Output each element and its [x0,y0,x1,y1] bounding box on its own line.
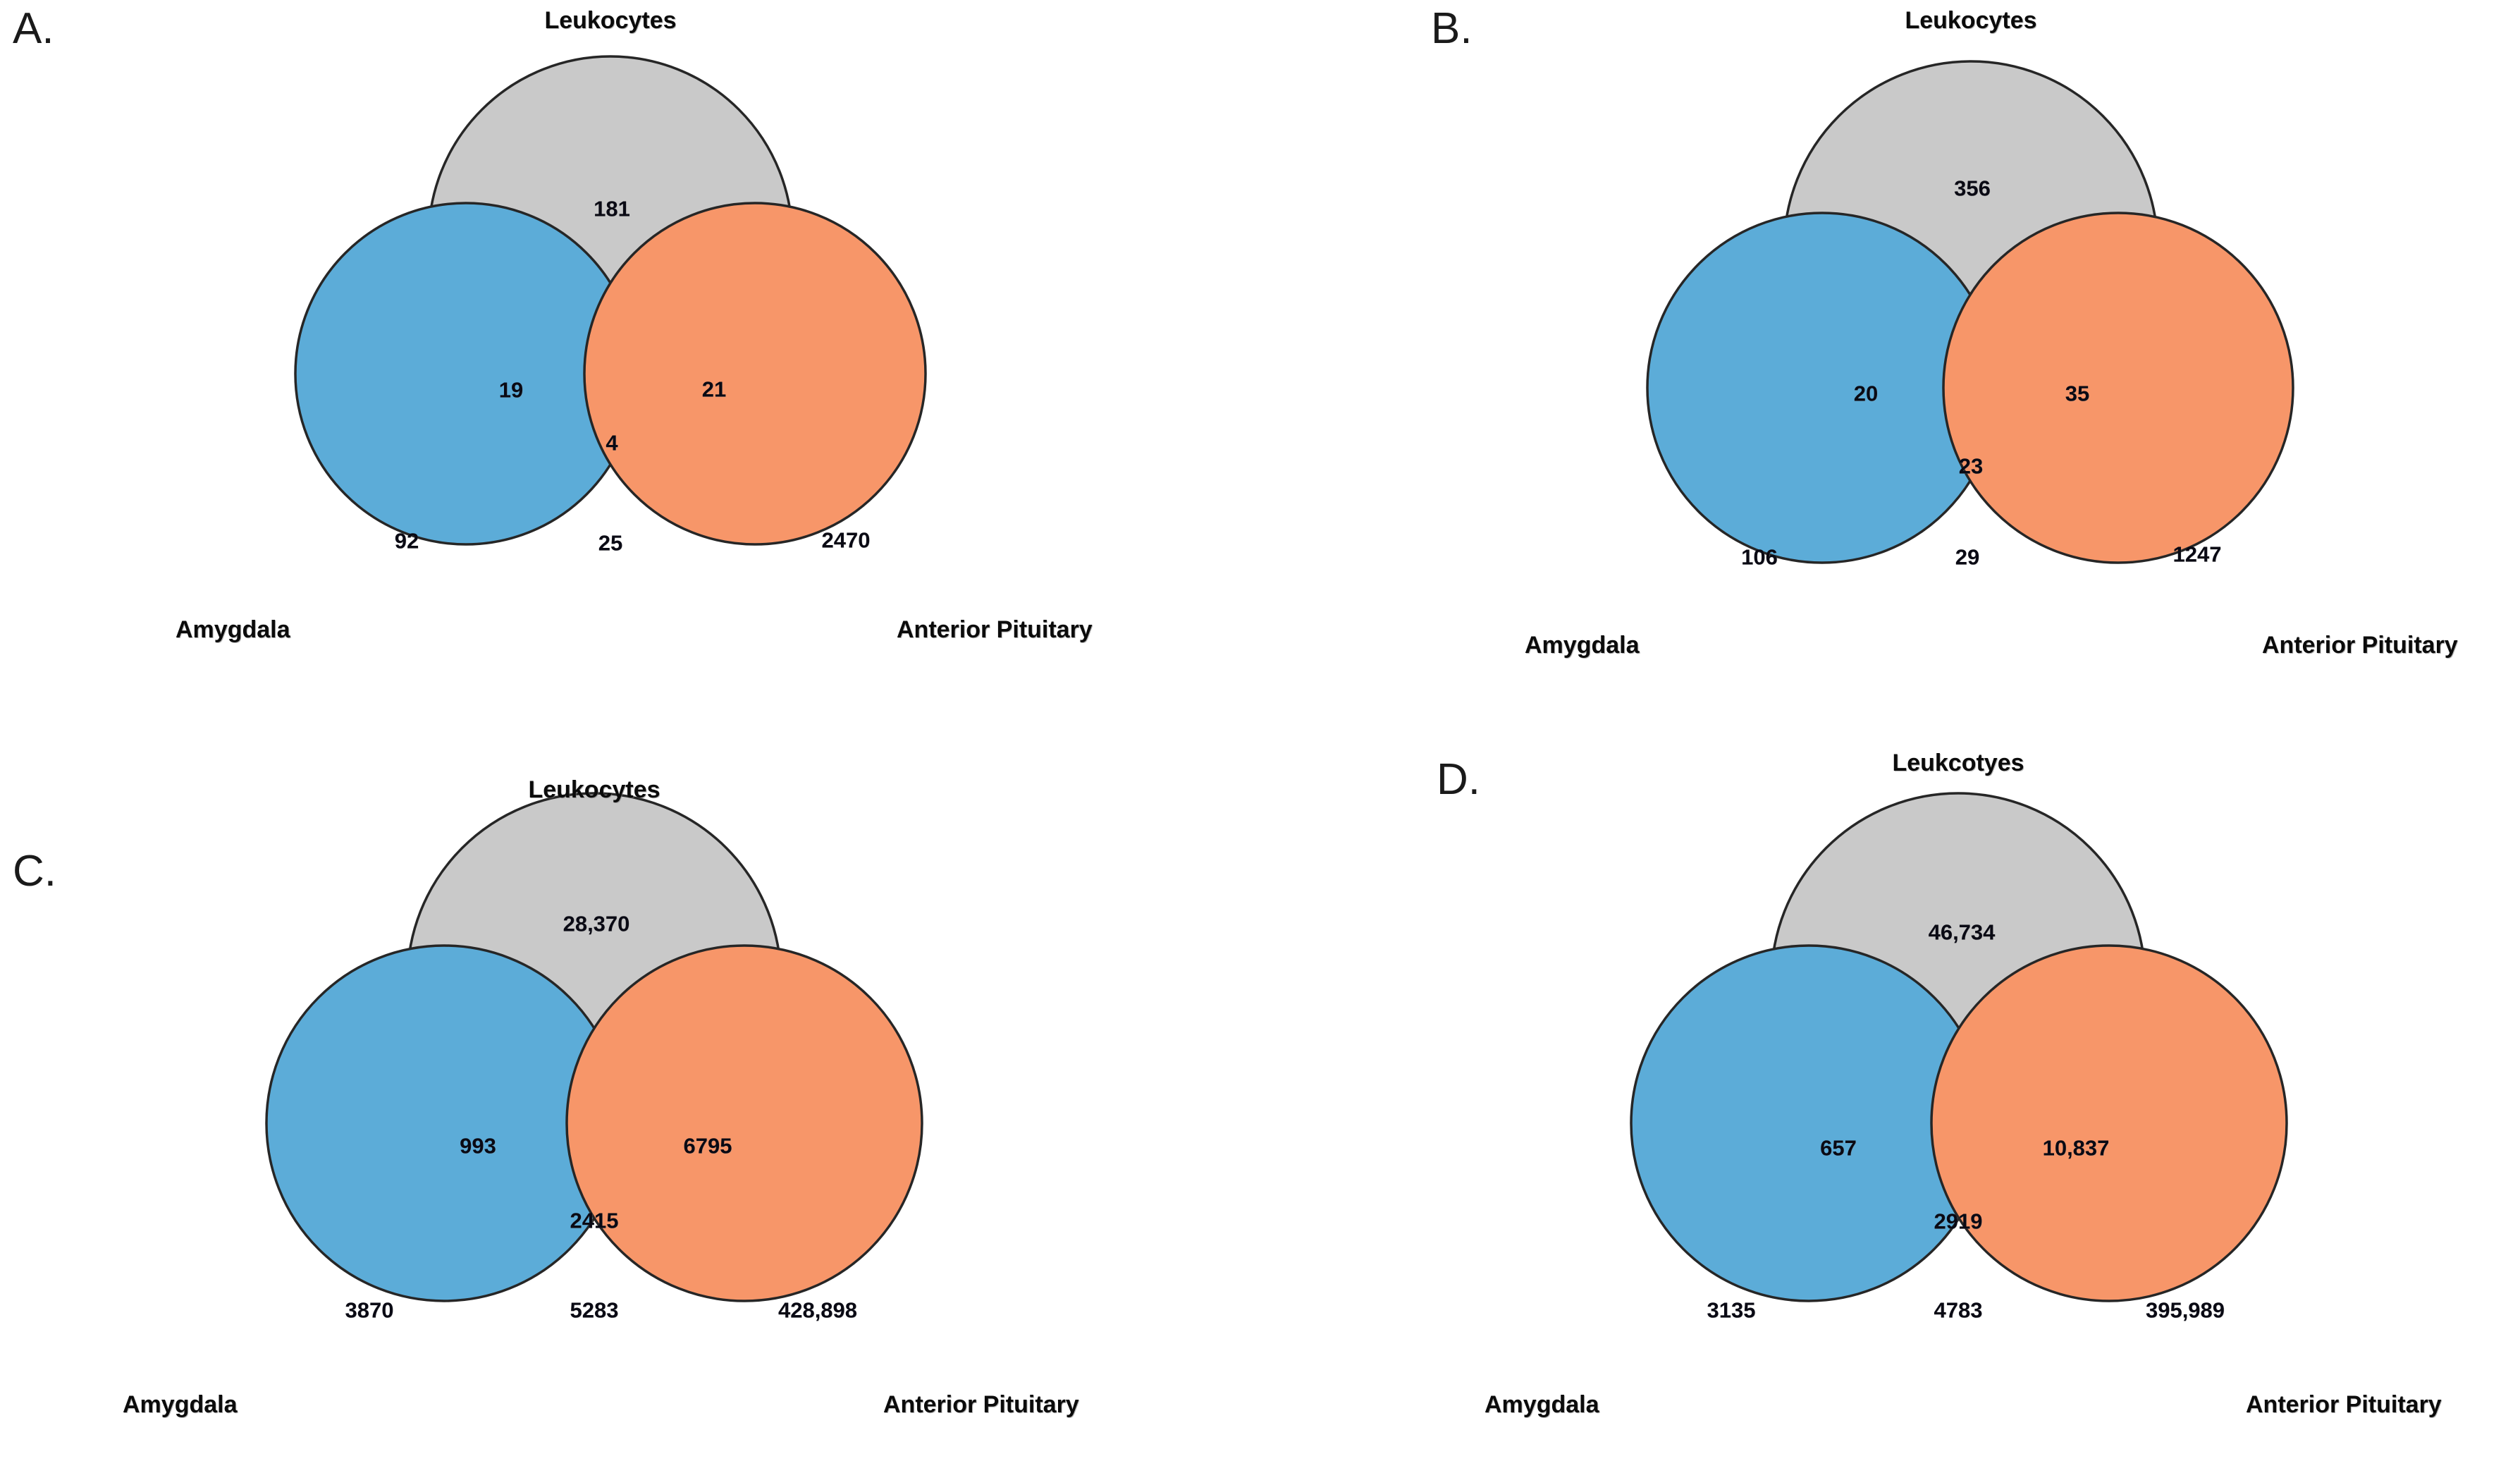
venn-diagram-a [294,55,927,546]
count-pituitary-only: 395,989 [2145,1297,2225,1323]
set-label-amygdala: Amygdala [176,616,290,643]
set-label-anterior-pituitary: Anterior Pituitary [897,616,1093,643]
circle-anterior-pituitary [583,202,927,546]
count-leukocytes-only: 28,370 [563,911,630,936]
venn-diagram-b [1646,60,2294,564]
panel-b: B. Leukocytes Amygdala Anterior Pituitar… [1260,0,2520,736]
count-leukocytes-amygdala: 19 [498,377,524,403]
count-leukocytes-only: 356 [1954,176,1991,201]
set-label-anterior-pituitary: Anterior Pituitary [883,1391,1079,1418]
count-amygdala-pituitary: 5283 [570,1297,619,1323]
count-pituitary-only: 428,898 [777,1297,858,1323]
count-leukcotyes-pituitary: 10,837 [2042,1135,2110,1161]
panel-letter-c: C. [13,847,56,896]
set-label-anterior-pituitary: Anterior Pituitary [2246,1391,2442,1418]
count-amygdala-only: 3870 [345,1297,394,1323]
circle-anterior-pituitary [565,944,923,1302]
set-label-leukocytes: Leukocytes [1905,7,2037,34]
count-amygdala-only: 106 [1741,544,1778,570]
set-label-leukcotyes: Leukcotyes [1892,750,2024,776]
set-label-anterior-pituitary: Anterior Pituitary [2262,632,2458,659]
count-pituitary-only: 1247 [2172,542,2222,567]
count-triple-overlap: 2919 [1934,1209,1983,1234]
count-leukocytes-amygdala: 20 [1853,381,1879,406]
panel-letter-d: D. [1437,755,1480,804]
count-leukocytes-pituitary: 6795 [683,1133,732,1159]
count-leukcotyes-only: 46,734 [1928,919,1996,945]
count-amygdala-pituitary: 25 [598,530,623,556]
count-amygdala-pituitary: 29 [1955,544,1980,570]
panel-letter-b: B. [1431,4,1473,53]
count-triple-overlap: 23 [1958,453,1984,479]
count-triple-overlap: 2415 [570,1208,619,1233]
panel-c: C. Leukocytes Amygdala Anterior Pituitar… [0,737,1260,1473]
set-label-leukocytes: Leukocytes [528,776,660,803]
panel-a: A. Leukocytes Amygdala Anterior Pituitar… [0,0,1260,736]
set-label-amygdala: Amygdala [1485,1391,1599,1418]
count-amygdala-only: 3135 [1707,1297,1756,1323]
count-leukocytes-pituitary: 35 [2065,381,2090,406]
count-leukocytes-amygdala: 993 [460,1133,496,1159]
count-leukocytes-only: 181 [594,196,630,221]
set-label-leukocytes: Leukocytes [544,7,677,34]
panel-d: D. Leukcotyes Amygdala Anterior Pituitar… [1260,737,2520,1473]
circle-anterior-pituitary [1942,212,2294,564]
set-label-amygdala: Amygdala [1525,632,1640,659]
count-triple-overlap: 4 [606,430,618,456]
venn-diagram-c [265,792,923,1302]
count-leukocytes-pituitary: 21 [701,377,727,402]
circle-anterior-pituitary [1930,944,2288,1302]
set-label-amygdala: Amygdala [123,1391,238,1418]
count-amygdala-only: 92 [394,528,419,554]
count-pituitary-only: 2470 [821,527,871,553]
panel-letter-a: A. [13,4,54,53]
venn-diagram-d [1630,792,2288,1302]
count-leukcotyes-amygdala: 657 [1820,1135,1857,1161]
count-amygdala-pituitary: 4783 [1934,1297,1983,1323]
